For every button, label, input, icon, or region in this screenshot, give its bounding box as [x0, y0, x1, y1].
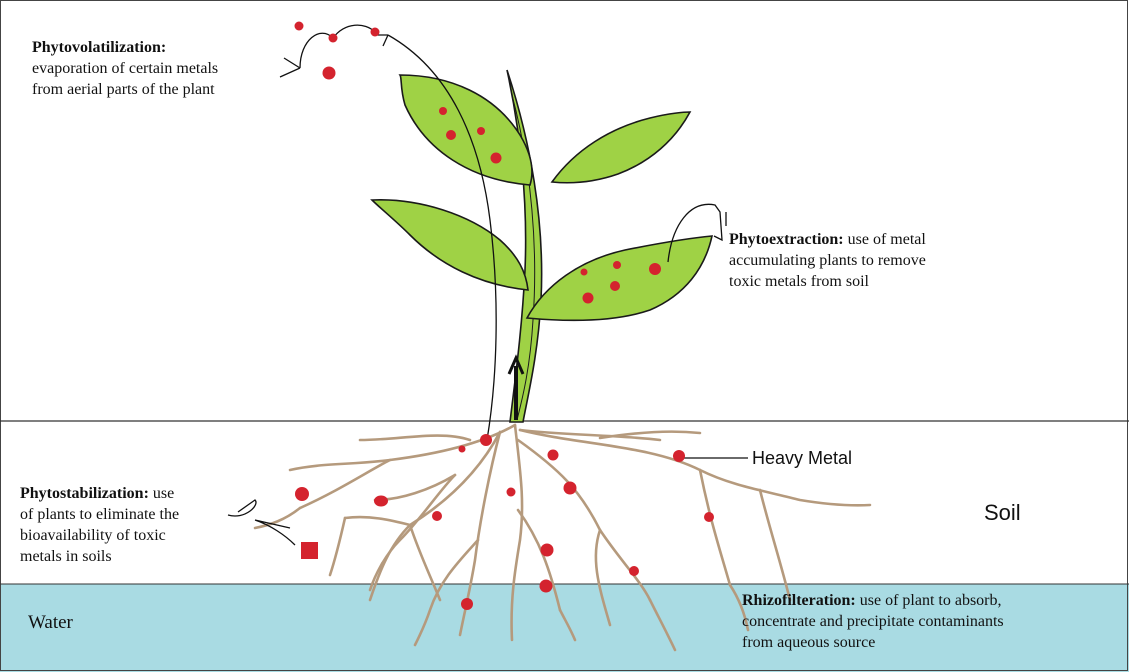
phytostabilization-line-1: use — [149, 485, 174, 502]
metal-particle-icon — [629, 566, 639, 576]
metal-particle-icon — [649, 263, 661, 275]
metal-particle-icon — [673, 450, 685, 462]
phytostabilization-term: Phytostabilization: — [20, 485, 149, 502]
metal-precipitate-icon — [301, 542, 318, 559]
heavy-metal-label: Heavy Metal — [752, 448, 852, 469]
rhizofilteration-note: Rhizofilteration: use of plant to absorb… — [742, 590, 1122, 653]
phytoextraction-term: Phytoextraction: — [729, 231, 844, 248]
phytostabilization-note: Phytostabilization: use of plants to eli… — [20, 483, 250, 567]
phytostabilization-line-3: bioavailability of toxic — [20, 527, 166, 544]
metal-particle-icon — [581, 269, 588, 276]
water-label: Water — [28, 612, 73, 634]
rhizofilteration-line-3: from aqueous source — [742, 634, 875, 651]
metal-particle-icon — [548, 450, 559, 461]
metal-particle-icon — [323, 67, 336, 80]
phytoextraction-line-3: toxic metals from soil — [729, 273, 869, 290]
phytostabilization-line-2: of plants to eliminate the — [20, 506, 179, 523]
metal-particle-icon — [491, 153, 502, 164]
phytostabilization-line-4: metals in soils — [20, 548, 112, 565]
metal-particle-icon — [374, 496, 388, 507]
phytovolatilization-note: Phytovolatilization: evaporation of cert… — [32, 37, 312, 100]
metal-particle-icon — [439, 107, 447, 115]
phytovolatilization-term: Phytovolatilization: — [32, 39, 166, 56]
metal-particle-icon — [540, 580, 553, 593]
metal-particle-icon — [480, 434, 492, 446]
metal-particle-icon — [329, 34, 338, 43]
metal-particle-icon — [295, 22, 304, 31]
metal-particle-icon — [459, 446, 466, 453]
metal-particle-icon — [432, 511, 442, 521]
metal-particle-icon — [371, 28, 380, 37]
metal-particle-icon — [446, 130, 456, 140]
phytovolatilization-line-1: evaporation of certain metals — [32, 60, 218, 77]
rhizofilteration-line-1: use of plant to absorb, — [856, 592, 1002, 609]
metal-particle-icon — [477, 127, 485, 135]
rhizofilteration-line-2: concentrate and precipitate contaminants — [742, 613, 1004, 630]
metal-particle-icon — [704, 512, 714, 522]
phytoextraction-line-1: use of metal — [844, 231, 926, 248]
phytovolatilization-line-2: from aerial parts of the plant — [32, 81, 215, 98]
metal-particle-icon — [610, 281, 620, 291]
metal-particle-icon — [564, 482, 577, 495]
metal-particle-icon — [295, 487, 309, 501]
soil-label: Soil — [984, 500, 1021, 526]
metal-particle-icon — [583, 293, 594, 304]
metal-particle-icon — [613, 261, 621, 269]
metal-particle-icon — [461, 598, 473, 610]
rhizofilteration-term: Rhizofilteration: — [742, 592, 856, 609]
phytoextraction-note: Phytoextraction: use of metal accumulati… — [729, 229, 1029, 292]
metal-particle-icon — [507, 488, 516, 497]
metal-particle-icon — [541, 544, 554, 557]
phytoextraction-line-2: accumulating plants to remove — [729, 252, 926, 269]
